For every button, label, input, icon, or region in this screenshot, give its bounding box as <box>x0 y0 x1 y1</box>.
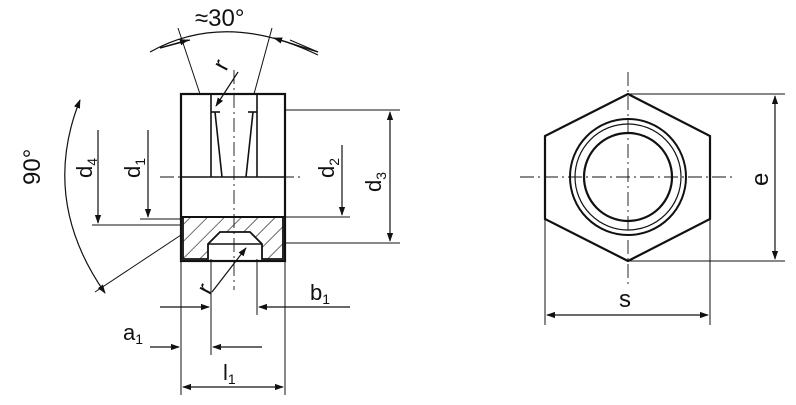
d2-label: d2 <box>314 158 342 178</box>
hex-view-labels: e s <box>619 173 774 313</box>
dimension-lines <box>64 31 394 391</box>
hex-view <box>520 72 785 325</box>
hex-extension-lines <box>544 93 785 325</box>
dim-90deg-arc <box>64 99 106 294</box>
radius-leader-top <box>215 71 239 107</box>
s-label: s <box>619 286 631 313</box>
angle-30-label: ≈30° <box>195 5 244 32</box>
a1-label: a1 <box>123 320 143 347</box>
radius-label-top: r <box>207 55 235 75</box>
l1-label: l1 <box>223 360 236 387</box>
b1-label: b1 <box>310 280 330 307</box>
d3-label: d3 <box>361 172 389 192</box>
d1-label: d1 <box>120 158 148 178</box>
d4-label: d4 <box>72 158 100 178</box>
angle-90-label: 90° <box>19 149 46 185</box>
section-view <box>64 27 400 395</box>
section-view-labels: ≈30° 90° r r d4 d1 d2 d3 b1 a1 l1 <box>19 5 389 387</box>
extension-lines <box>92 27 400 395</box>
hatched-flange <box>182 216 284 260</box>
radius-leader-bottom <box>211 247 247 293</box>
thread-bore <box>181 94 285 178</box>
e-label: e <box>747 173 774 186</box>
